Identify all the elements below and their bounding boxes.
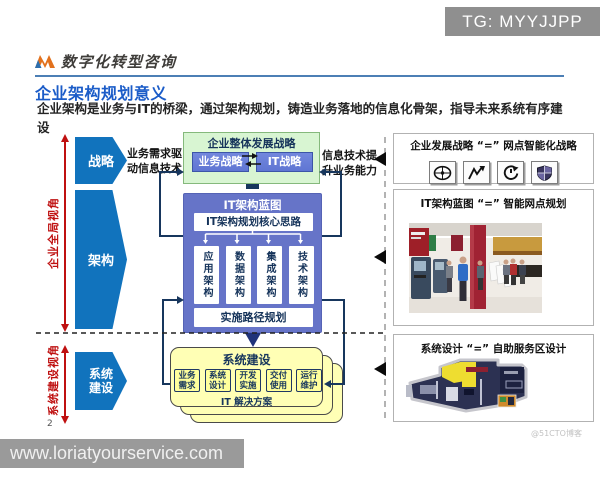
it-core-ideas-box: IT架构规划核心思路 [194, 213, 313, 231]
technical-architecture-column: 技术架构 [288, 246, 314, 304]
panel-blueprint-example: IT架构蓝图 “=” 智能网点规划 [393, 189, 594, 326]
panel-design-example: 系统设计 “=” 自助服务区设计 [393, 334, 594, 422]
brand-logo-text: 数字化转型咨询 [61, 53, 177, 71]
panel-2-title: IT架构蓝图 “=” 智能网点规划 [420, 198, 567, 210]
trend-arrow-icon [463, 161, 490, 184]
site-watermark-band: www.loriatyourservice.com [0, 439, 244, 468]
loop-architecture-to-strategy-left [159, 171, 183, 237]
system-card-front: 系统建设 业务需求 系统设计 开发实施 交付使用 运行维护 IT 解决方案 [170, 347, 323, 408]
blog-watermark: @51CTO博客 [531, 429, 582, 438]
it-box-title: IT架构蓝图 [223, 198, 282, 212]
brand-logo-icon [35, 55, 55, 68]
system-box-title: 系统建设 [222, 353, 271, 367]
phase-chevron-system: 系统建设 [75, 352, 127, 410]
business-strategy-box: 业务战略 [192, 152, 249, 172]
step-business-requirements: 业务需求 [174, 369, 200, 392]
it-architecture-box: IT架构蓝图 IT架构规划核心思路 应用架构 数据架构 集成架构 技术架构 实施… [183, 193, 322, 333]
site-watermark-text: www.loriatyourservice.com [10, 443, 224, 463]
header-divider [35, 75, 564, 77]
panel-strategy-example: 企业发展战略 “=” 网点智能化战略 [393, 133, 594, 184]
strategy-box: 企业整体发展战略 业务战略 IT战略 [183, 132, 320, 184]
compass-icon [429, 161, 456, 184]
right-note: 信息技术提升业务能力 [322, 149, 377, 177]
data-architecture-column: 数据架构 [225, 246, 251, 304]
left-note: 业务需求驱动信息技术 [127, 147, 182, 175]
panel-1-title: 企业发展战略 “=” 网点智能化战略 [410, 140, 577, 152]
architecture-to-system-arrow [245, 333, 261, 347]
implementation-path-box: 实施路径规划 [194, 308, 313, 327]
application-architecture-column: 应用架构 [194, 246, 219, 304]
phase-chevron-strategy: 战略 [75, 137, 127, 184]
axis-label-system-perspective: 系统建设视角 [47, 344, 60, 416]
phase-chevron-architecture: 架构 [75, 190, 127, 329]
integration-architecture-column: 集成架构 [257, 246, 282, 304]
brand-logo: 数字化转型咨询 [34, 51, 177, 72]
strategy-to-architecture-connector [246, 184, 259, 189]
panel-3-title: 系统设计 “=” 自助服务区设计 [420, 343, 567, 355]
page-title: 企业架构规划意义 [35, 84, 168, 103]
panel-1-icons [394, 161, 593, 184]
phase-label-strategy: 战略 [87, 155, 114, 170]
step-operation: 运行维护 [296, 369, 322, 392]
shield-icon [531, 161, 558, 184]
bank-branch-photo [409, 223, 542, 313]
loop-architecture-to-strategy-right [322, 171, 342, 237]
step-development: 开发实施 [235, 369, 261, 392]
mapping-arrow-design [374, 362, 386, 376]
mapping-arrow-blueprint [374, 250, 386, 264]
it-solution-label: IT 解决方案 [220, 397, 273, 408]
strategy-box-title: 企业整体发展战略 [207, 137, 296, 150]
self-service-floor-plan [406, 358, 528, 413]
it-strategy-box: IT战略 [256, 152, 313, 172]
page-number: 2 [47, 419, 53, 429]
step-delivery: 交付使用 [265, 369, 292, 392]
tg-watermark-badge: TG: MYYJJPP [445, 7, 600, 36]
cycle-arrow-icon [497, 161, 524, 184]
phase-label-architecture: 架构 [87, 254, 114, 269]
intro-text: 企业架构是业务与IT的桥梁，通过架构规划，铸造业务落地的信息化骨架，指导未来系统… [37, 101, 563, 135]
step-system-design: 系统设计 [204, 369, 231, 392]
phase-label-system: 系统建设 [88, 366, 113, 395]
axis-label-global-perspective: 企业全局视角 [47, 197, 60, 269]
